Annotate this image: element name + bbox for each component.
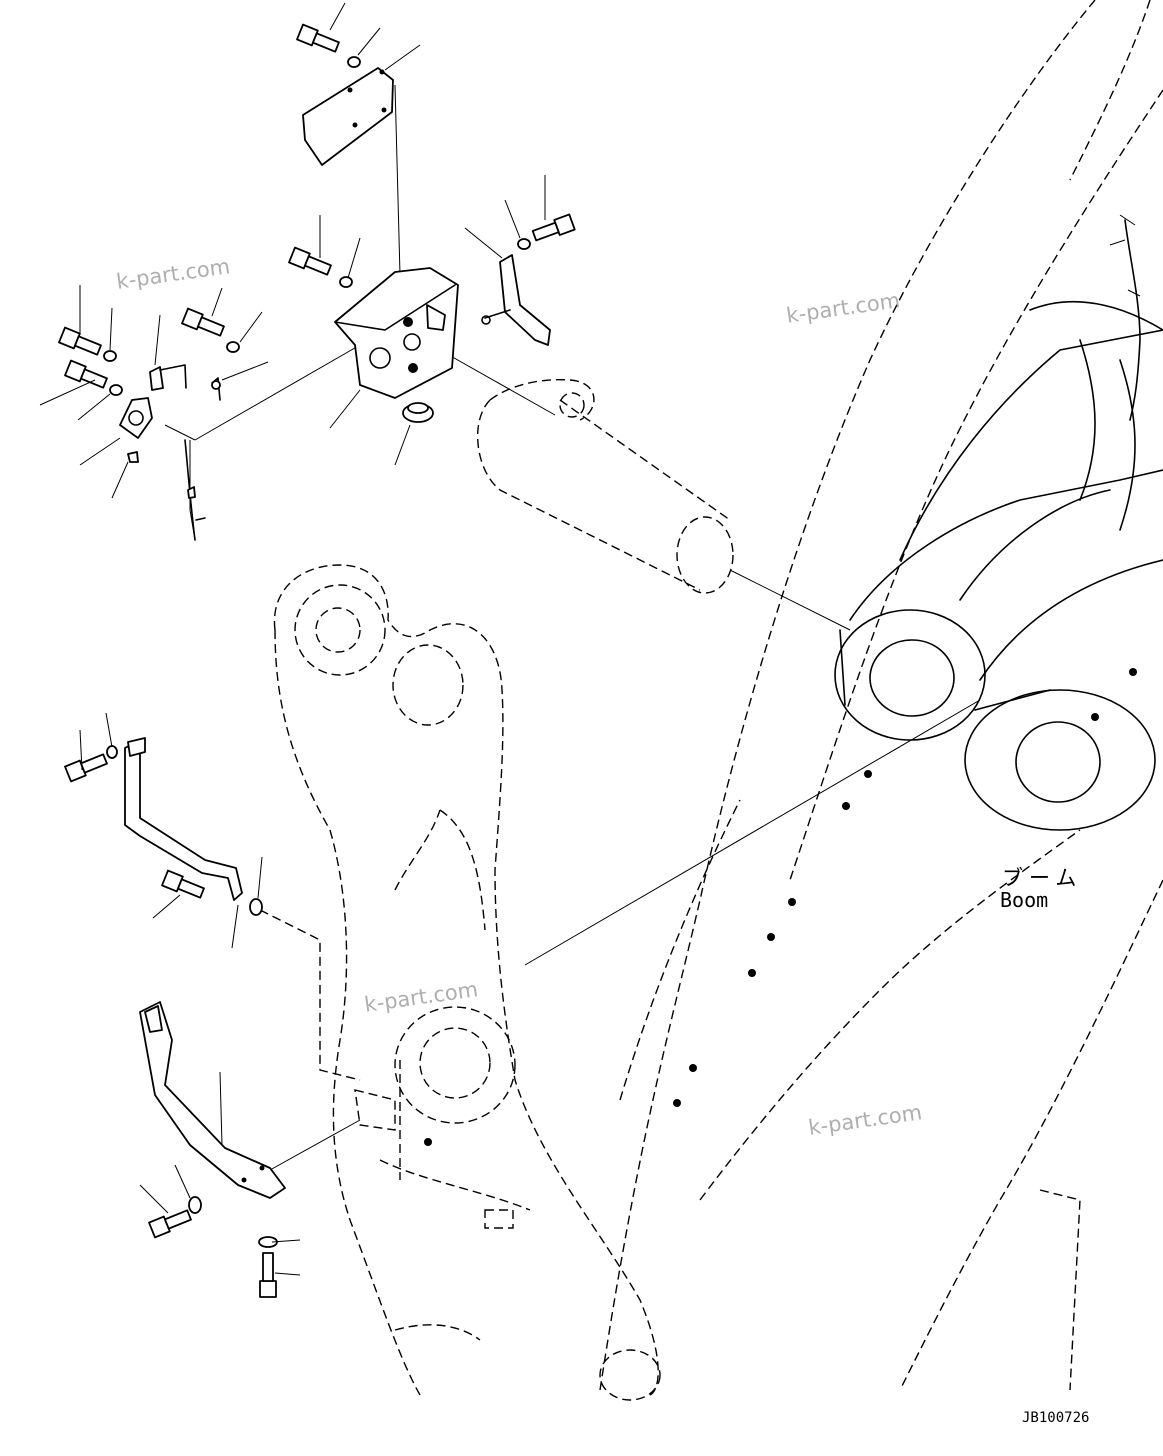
link-rod (124, 737, 243, 901)
lever-arm (481, 254, 551, 346)
stay-bracket (139, 1001, 286, 1199)
sensor-bracket (334, 267, 459, 399)
boom-label-en: Boom (1000, 888, 1049, 912)
callout-leaders (39, 2, 546, 1276)
boom-pin (477, 378, 734, 594)
cover-plate (302, 67, 394, 166)
angle-sensor (119, 364, 221, 541)
drawing-number: JB100726 (1022, 1410, 1090, 1426)
washers (103, 56, 531, 1248)
bolts (58, 23, 576, 1298)
bushing (402, 402, 434, 423)
arm-link-outline (273, 564, 661, 1401)
boom-label-jp: ブーム (1002, 866, 1083, 890)
leader-lines (164, 84, 981, 1171)
boom-outline (424, 0, 1163, 1391)
